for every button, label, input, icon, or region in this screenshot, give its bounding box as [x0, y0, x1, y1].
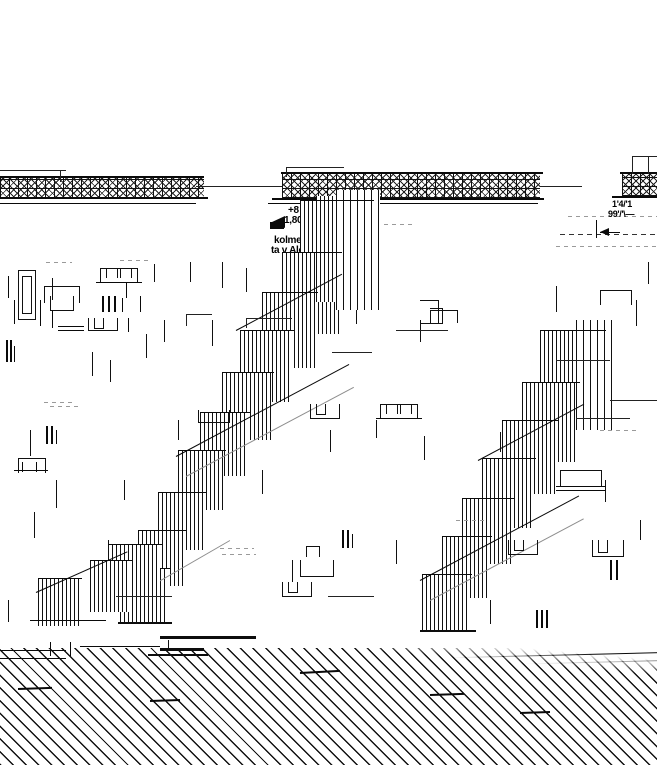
annotation-note-center-second: ta v Alôd: [271, 245, 311, 256]
upper-slab-band-center: [282, 174, 540, 198]
bottom-margin: [0, 765, 657, 783]
upper-slab-band-right: [622, 174, 657, 196]
upper-slab-band-left: [0, 178, 204, 198]
ground-hatch: [0, 648, 657, 766]
annotation-note-right-edge: 1'4/'1: [612, 199, 632, 209]
top-margin: [0, 0, 657, 155]
annotation-note-right-edge-second: 99'/'\—: [608, 209, 635, 219]
